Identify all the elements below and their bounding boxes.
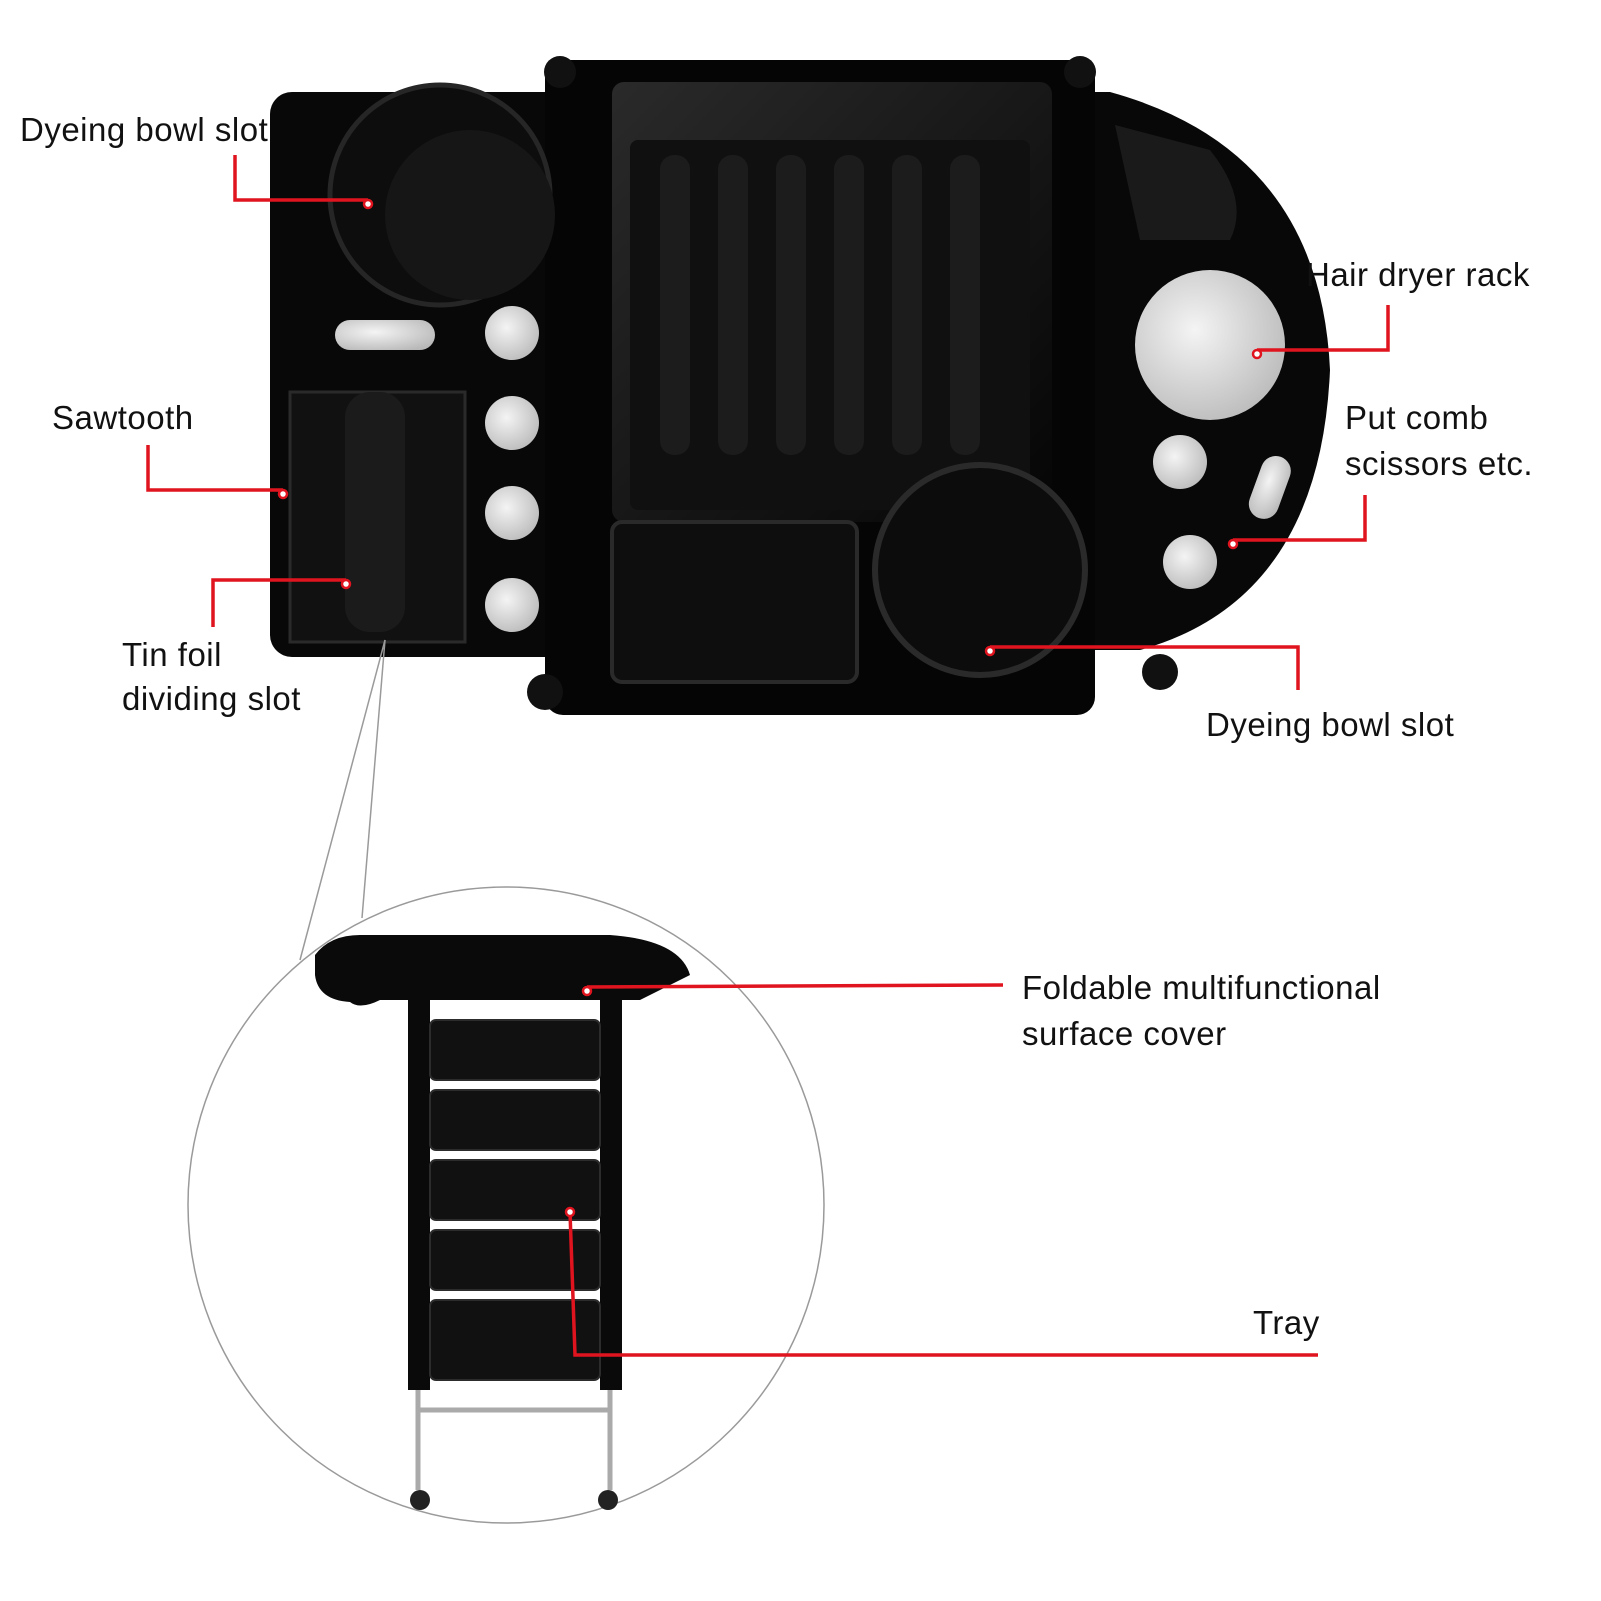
label-foldable-line2: surface cover (1022, 1015, 1227, 1052)
label-dyeing-bowl-slot-right: Dyeing bowl slot (1206, 706, 1455, 743)
zoom-indicator (187, 639, 825, 1524)
label-tin-foil-line2: dividing slot (122, 680, 301, 717)
top-tray (270, 56, 1330, 715)
label-put-comb-line2: scissors etc. (1345, 445, 1534, 482)
label-hair-dryer-rack: Hair dryer rack (1306, 256, 1530, 293)
label-put-comb-line1: Put comb (1345, 399, 1489, 436)
callout-lines (146, 155, 1390, 1357)
label-tray: Tray (1253, 1304, 1320, 1341)
trolley-cart (315, 935, 690, 1510)
label-sawtooth: Sawtooth (52, 399, 194, 436)
label-tin-foil-line1: Tin foil (122, 636, 222, 673)
label-dyeing-bowl-slot-left: Dyeing bowl slot (20, 111, 269, 148)
label-foldable-line1: Foldable multifunctional (1022, 969, 1381, 1006)
